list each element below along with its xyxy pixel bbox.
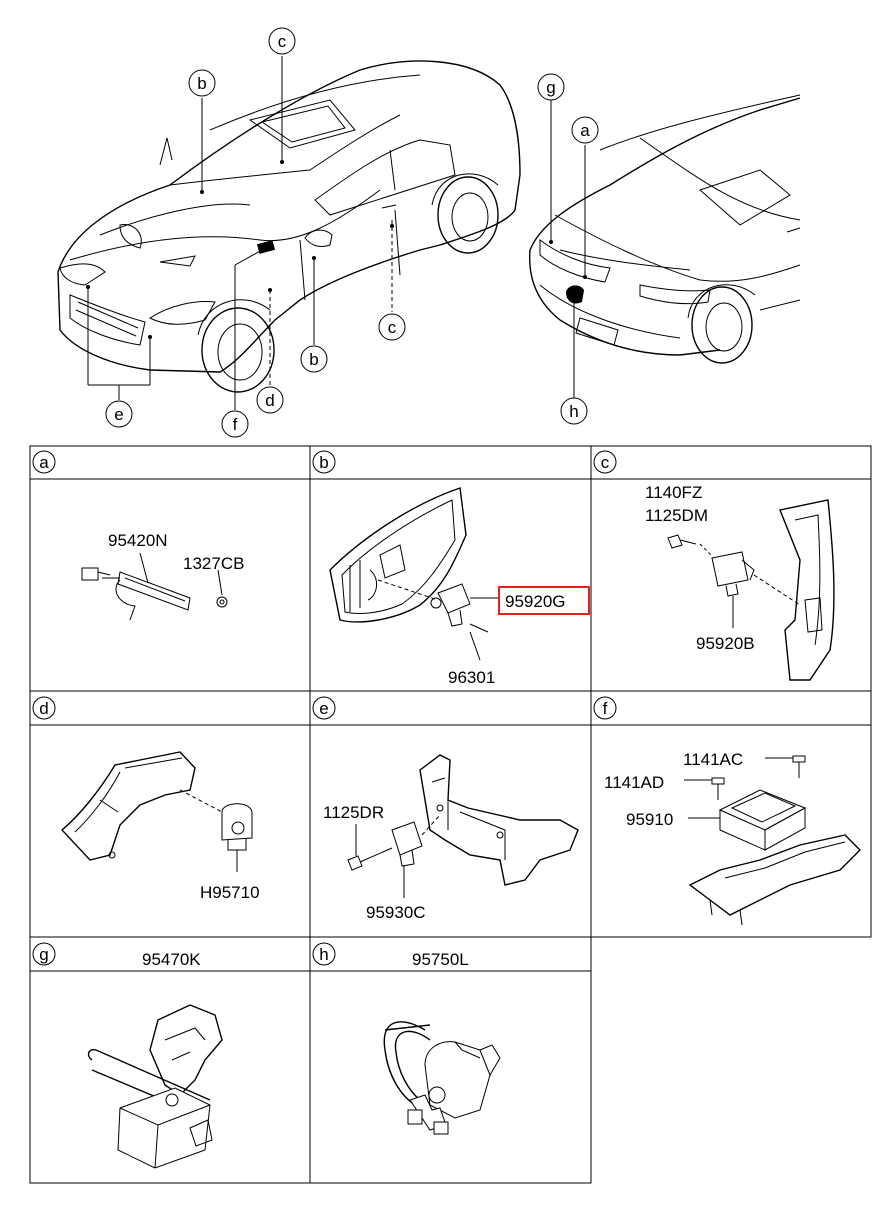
parts-grid [29, 445, 872, 1184]
cell-g-drawing [87, 1004, 223, 1169]
svg-text:d: d [39, 699, 48, 718]
cell-letters: a b c d e f g h [32, 450, 617, 966]
part-95930C: 95930C [366, 903, 426, 922]
cell-f-letter: f [593, 696, 617, 720]
part-1125DM: 1125DM [645, 506, 708, 525]
callout-f-top: f [221, 410, 249, 438]
part-1327CB: 1327CB [183, 554, 244, 573]
cell-d-drawing [60, 751, 253, 872]
cell-c-letter: c [593, 450, 617, 474]
svg-text:c: c [388, 318, 397, 337]
car-rear-illustration [528, 94, 801, 364]
part-H95710: H95710 [200, 883, 260, 902]
part-1140FZ: 1140FZ [645, 483, 702, 502]
cell-d-letter: d [32, 696, 56, 720]
cell-g-letter: g [32, 942, 56, 966]
svg-text:g: g [546, 78, 555, 97]
top-callouts: b c c b d f e g a h [105, 27, 599, 438]
front-car-leaders [86, 56, 394, 410]
svg-text:b: b [319, 453, 328, 472]
callout-c-side: c [378, 313, 406, 341]
part-95420N: 95420N [108, 531, 168, 550]
svg-text:c: c [278, 32, 287, 51]
cell-f-drawing [684, 755, 861, 926]
svg-text:f: f [603, 699, 608, 718]
svg-text:h: h [569, 402, 578, 421]
svg-text:a: a [39, 453, 49, 472]
callout-e-top: e [105, 400, 133, 428]
svg-text:f: f [233, 415, 238, 434]
cell-h-drawing [383, 1021, 501, 1135]
car-front-illustration [57, 60, 521, 393]
svg-text:b: b [309, 350, 318, 369]
callout-b-top: b [188, 69, 216, 97]
callout-b-side: b [300, 345, 328, 373]
svg-text:e: e [319, 699, 328, 718]
cell-a-drawing [81, 552, 228, 621]
svg-text:h: h [319, 945, 328, 964]
part-95920B: 95920B [696, 634, 755, 653]
part-95750L: 95750L [412, 950, 469, 969]
cell-a-letter: a [32, 450, 56, 474]
cell-h-letter: h [312, 942, 336, 966]
callout-h-top: h [560, 397, 588, 425]
part-1141AD: 1141AD [604, 773, 664, 792]
cell-b-drawing [329, 487, 500, 661]
svg-text:a: a [580, 121, 590, 140]
part-95910: 95910 [626, 810, 673, 829]
svg-text:b: b [197, 74, 206, 93]
svg-text:g: g [39, 945, 48, 964]
callout-c-top: c [268, 27, 296, 55]
cell-c-drawing [667, 499, 835, 681]
svg-text:d: d [265, 391, 274, 410]
svg-text:e: e [114, 405, 123, 424]
callout-g-top: g [537, 73, 565, 101]
cell-b-letter: b [312, 450, 336, 474]
part-1141AC: 1141AC [683, 750, 743, 769]
part-96301: 96301 [448, 668, 495, 687]
part-1125DR: 1125DR [323, 803, 384, 822]
highlight-box-95920G [498, 586, 590, 615]
cell-e-letter: e [312, 696, 336, 720]
callout-a-top: a [571, 116, 599, 144]
svg-text:c: c [601, 453, 610, 472]
rear-car-leaders [549, 100, 587, 398]
callout-d-top: d [256, 386, 284, 414]
part-95470K: 95470K [142, 950, 201, 969]
cell-e-drawing [347, 754, 579, 898]
part-95920G: 95920G [505, 592, 566, 611]
